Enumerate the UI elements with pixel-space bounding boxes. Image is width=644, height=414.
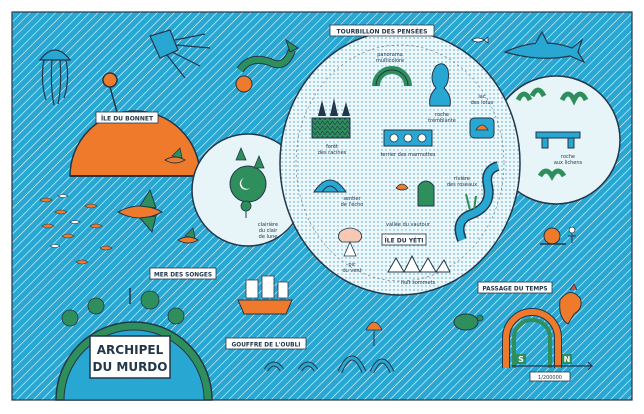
place-label: des lotus bbox=[471, 100, 494, 106]
label-ile-du-bonnet: ÎLE DU BONNET bbox=[95, 111, 159, 124]
turtle-icon bbox=[453, 313, 484, 331]
place-label: des racines bbox=[318, 150, 347, 156]
fish-school-white bbox=[49, 194, 81, 248]
place-label: aux lichens bbox=[554, 160, 583, 166]
compass-north: N bbox=[564, 355, 571, 364]
shark-icon bbox=[503, 30, 586, 64]
rooster-icon bbox=[559, 283, 582, 325]
squid-icon bbox=[149, 29, 211, 79]
jellyfish-icon bbox=[38, 49, 72, 106]
wind-peak-icon bbox=[338, 227, 362, 257]
snail-icon bbox=[540, 227, 566, 245]
label-mer-des-songes: MER DES SONGES bbox=[149, 267, 217, 280]
place-label: forêt bbox=[326, 143, 338, 150]
fish-icon bbox=[471, 36, 489, 44]
label-gouffre: GOUFFRE DE L'OUBLI bbox=[225, 337, 307, 350]
place-label: huit sommets bbox=[401, 280, 436, 286]
ile-clairiere[interactable] bbox=[191, 133, 305, 247]
map-title-line2: DU MURDO bbox=[93, 360, 168, 374]
region-label: PASSAGE DU TEMPS bbox=[482, 287, 547, 293]
region-label: GOUFFRE DE L'OUBLI bbox=[232, 343, 301, 349]
place-label: vallée du vautour bbox=[386, 221, 431, 228]
ile-lichens[interactable] bbox=[491, 75, 621, 205]
place-label: roche bbox=[561, 154, 575, 160]
parasol-icon bbox=[365, 321, 383, 346]
place-label: panorama bbox=[377, 52, 403, 58]
time-arch-icon bbox=[502, 308, 562, 368]
compass-south: S bbox=[518, 355, 524, 364]
place-label: de lune bbox=[259, 234, 278, 240]
place-label: de l'écho bbox=[341, 201, 364, 208]
person-icon bbox=[568, 226, 576, 243]
region-label: ÎLE DU YÉTI bbox=[385, 237, 424, 245]
place-label: roche bbox=[435, 112, 449, 118]
eight-peaks-icon bbox=[387, 254, 451, 274]
place-label: pic bbox=[348, 262, 356, 268]
mountain-icon bbox=[313, 179, 347, 193]
fish-school bbox=[39, 197, 113, 265]
sea-serpent-icon-inner bbox=[264, 356, 394, 373]
place-label: des roseaux bbox=[447, 182, 477, 188]
place-label: sentier bbox=[343, 196, 361, 202]
map-title-cartouche: ARCHIPEL DU MURDO bbox=[89, 335, 171, 379]
map-title-line1: ARCHIPEL bbox=[97, 343, 164, 357]
forest-icon bbox=[311, 98, 351, 139]
label-passage: PASSAGE DU TEMPS bbox=[477, 281, 553, 294]
ship-icon bbox=[237, 275, 293, 315]
mermaid-icon bbox=[235, 38, 299, 93]
place-label: rivière bbox=[454, 175, 470, 182]
label-tourbillon: TOURBILLON DES PENSÉES bbox=[329, 24, 435, 37]
marmot-icon bbox=[383, 129, 433, 147]
vulture-icon bbox=[395, 180, 435, 207]
place-label: terrier des marmottes bbox=[380, 152, 435, 158]
place-label: clairière bbox=[258, 221, 278, 228]
label-ile-du-yeti: ÎLE DU YÉTI bbox=[381, 233, 427, 246]
bird-icon bbox=[177, 227, 199, 244]
place-label: tremblante bbox=[428, 118, 456, 124]
region-label: ÎLE DU BONNET bbox=[101, 115, 154, 123]
bird-icon bbox=[164, 147, 186, 164]
panorama-icon bbox=[372, 66, 412, 87]
place-label: multicolore bbox=[376, 58, 404, 64]
scale-value: 1/200000 bbox=[538, 375, 562, 381]
scale-box: 1/200000 bbox=[529, 371, 571, 382]
river-icon bbox=[454, 161, 500, 242]
region-label: MER DES SONGES bbox=[154, 273, 212, 279]
region-label: TOURBILLON DES PENSÉES bbox=[337, 28, 428, 36]
place-label: du clair bbox=[259, 228, 279, 234]
roche-tremblante-icon bbox=[429, 63, 451, 107]
place-label: du vent bbox=[342, 268, 361, 274]
lotus-icon bbox=[469, 117, 495, 139]
compass-icon bbox=[512, 354, 594, 371]
place-label: lac bbox=[478, 94, 485, 100]
flying-fish-icon bbox=[116, 188, 164, 234]
